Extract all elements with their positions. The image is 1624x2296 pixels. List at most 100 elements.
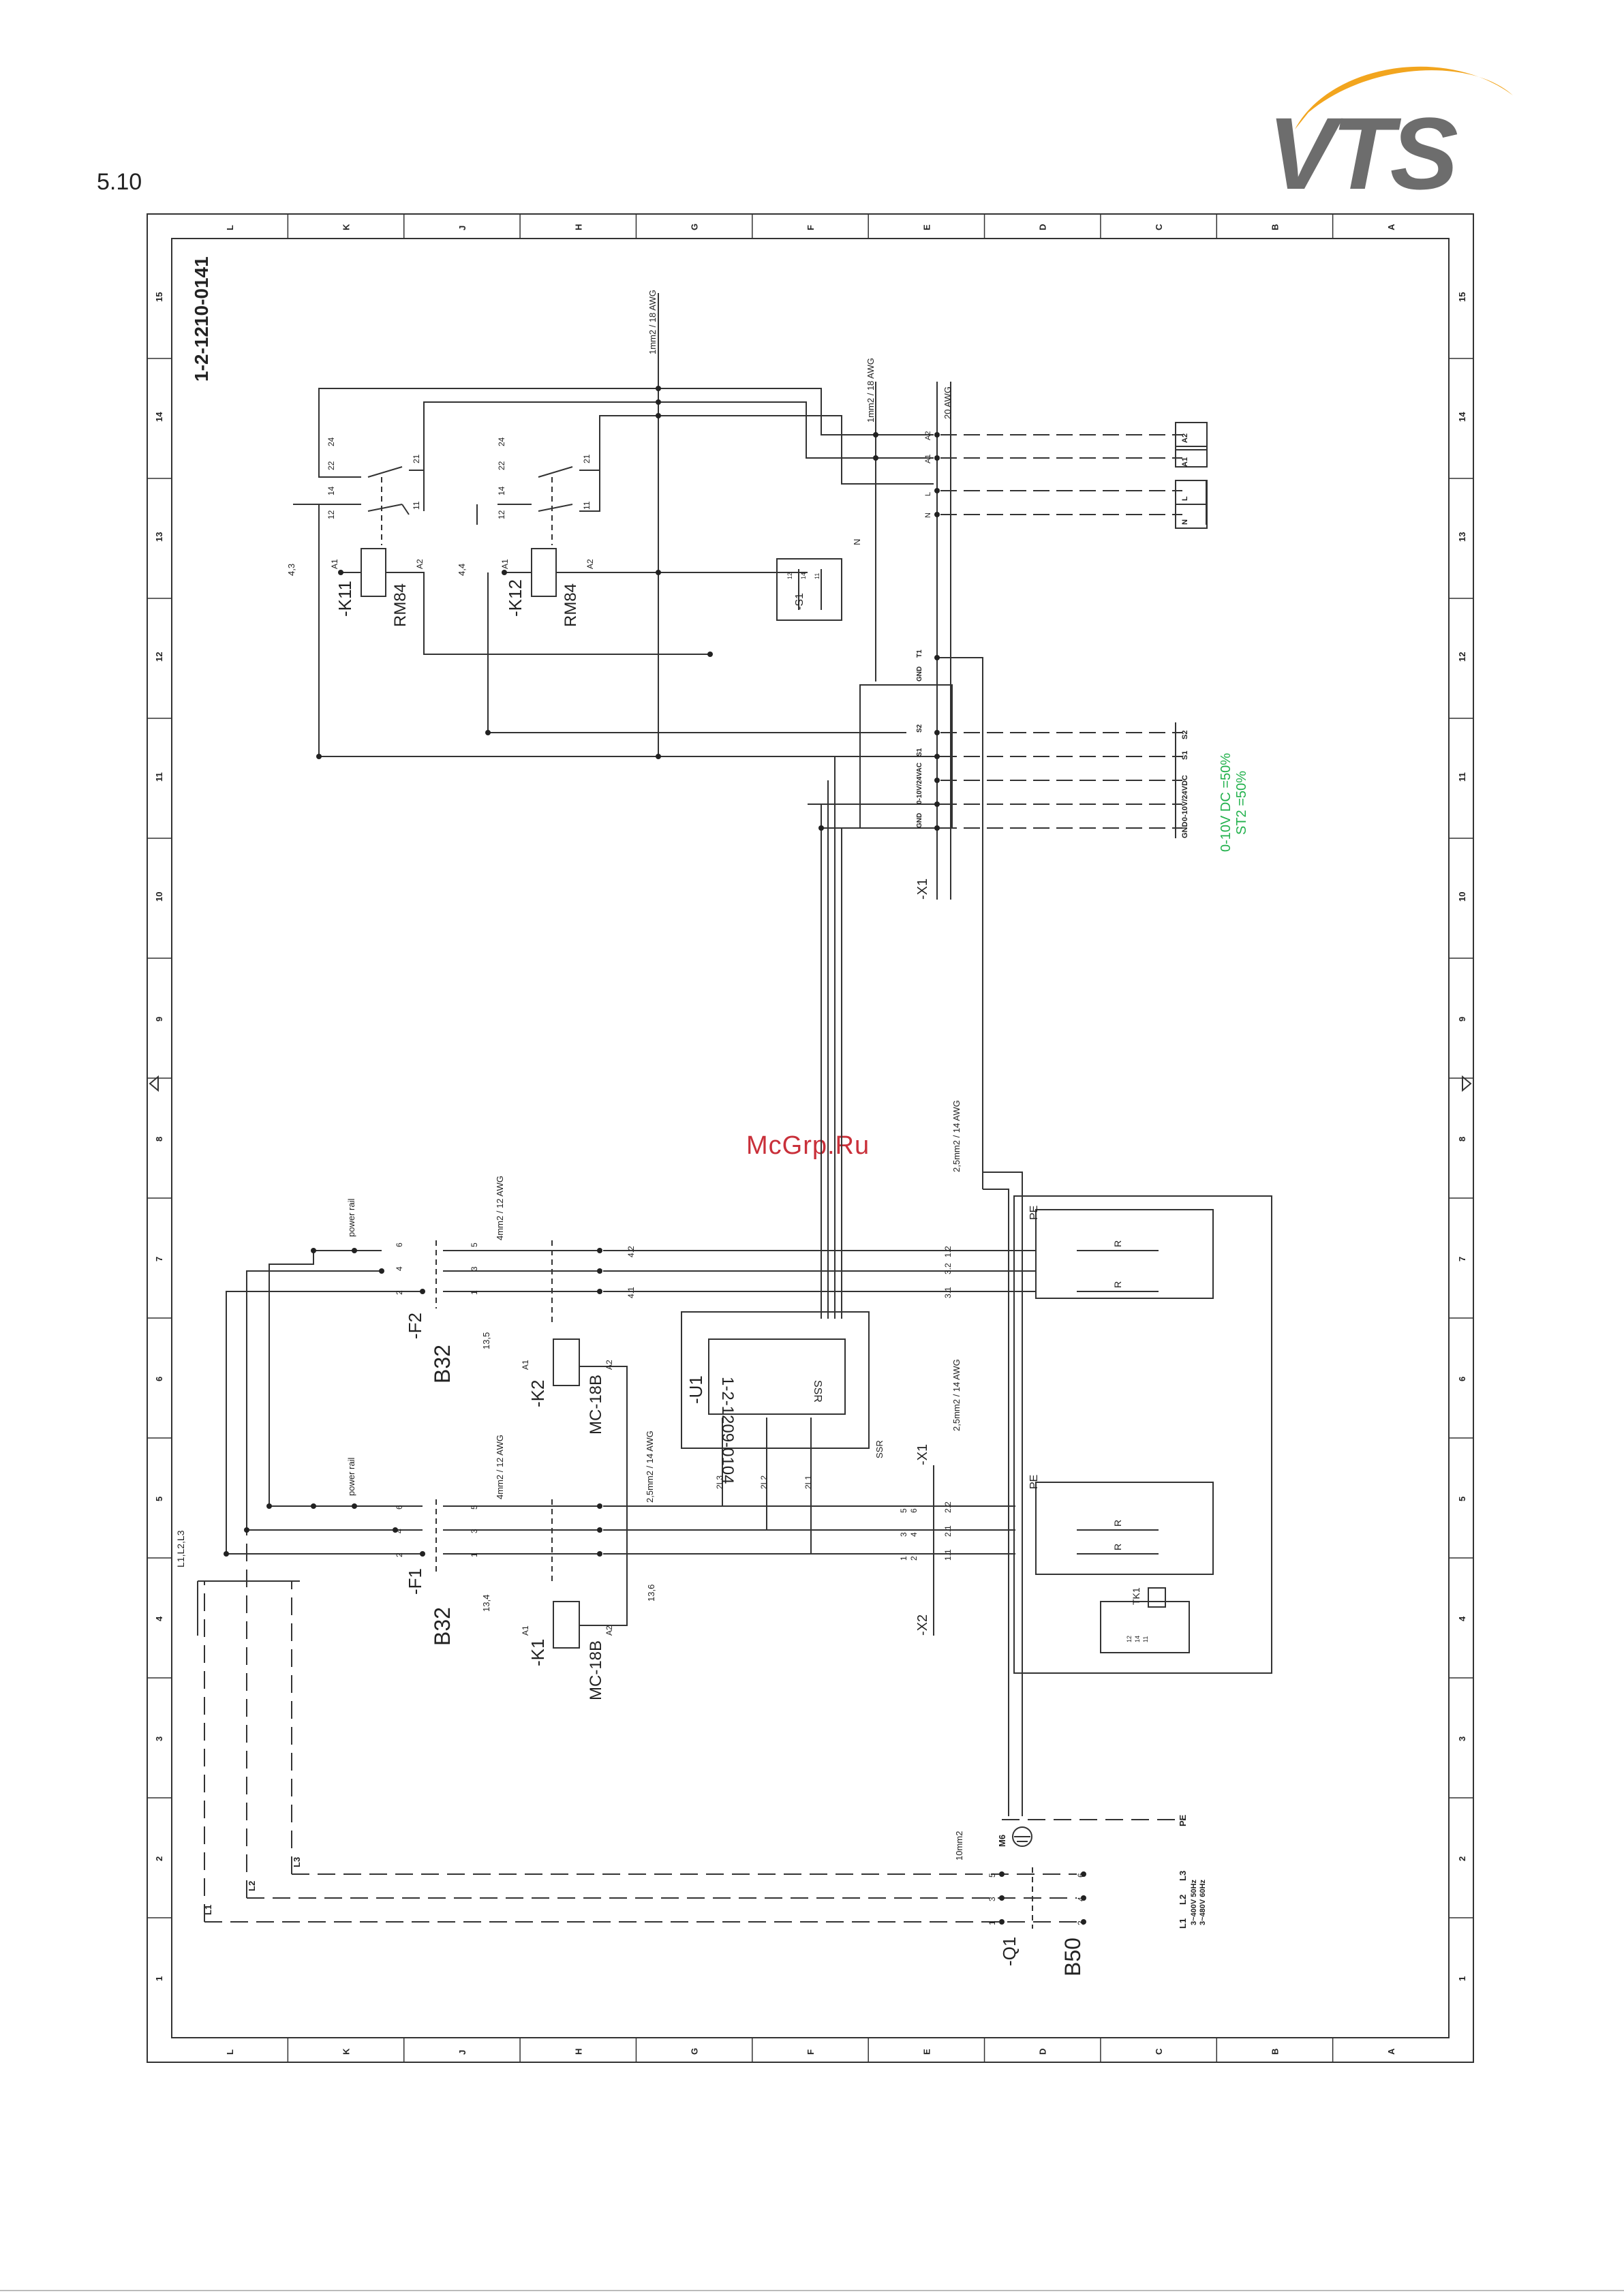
- grid-col-label-left: 14: [154, 412, 164, 422]
- grid-col-label-left: 1: [154, 1976, 164, 1981]
- grid-row-label-top: C: [1154, 224, 1164, 230]
- grid-row-label-top: G: [690, 224, 700, 230]
- k11-contact-label: 14: [326, 486, 336, 495]
- bus-label: L1,L2,L3: [175, 1530, 186, 1567]
- q1-terminal-label: 4: [1076, 1897, 1086, 1901]
- thermal-contact-label: 11: [1142, 1636, 1149, 1642]
- node-dot: [597, 1551, 602, 1557]
- node-dot: [707, 652, 713, 657]
- ssr-name: -U1: [686, 1375, 706, 1404]
- node-dot: [656, 413, 661, 418]
- grid-col-label-left: 12: [154, 652, 164, 662]
- node-dot: [420, 1289, 425, 1294]
- heater-r-2: R: [1112, 1281, 1123, 1288]
- node-dot: [656, 570, 661, 575]
- grid-row-label-top: L: [225, 225, 235, 230]
- grid-row-label-top: E: [921, 224, 932, 230]
- right-terminal-label: S2: [1181, 731, 1189, 739]
- main-switch-name: -Q1: [999, 1937, 1020, 1966]
- bus-l3: L3: [292, 1857, 302, 1867]
- contactor-k1-type: MC-18B: [587, 1640, 605, 1700]
- node-dot: [338, 570, 343, 575]
- node-dot: [266, 1503, 272, 1509]
- node-dot: [393, 1527, 398, 1533]
- note-line-1: 0-10V DC =50%: [1219, 753, 1234, 852]
- breaker-f1-rating: B32: [430, 1607, 455, 1646]
- thermal-contact-label: 14: [1134, 1636, 1141, 1642]
- supply-l3: L3: [1178, 1871, 1188, 1881]
- f2-terminal-label: 1: [470, 1290, 479, 1295]
- relay-k11-name: -K11: [335, 581, 355, 617]
- cable-label-4mm2-f1: 4mm2 / 12 AWG: [495, 1435, 505, 1499]
- right-terminal-label: S1: [1181, 751, 1189, 760]
- grid-col-label-right: 14: [1457, 412, 1467, 422]
- right-terminal-label: 0-10V/24VDC: [1181, 775, 1189, 821]
- x1-terminal-label: GND: [916, 813, 923, 828]
- heater-pe-bottom: PE: [1028, 1475, 1040, 1489]
- power-rail-label-2: power rail: [346, 1199, 356, 1237]
- cable-label-2-5mm2-top: 2,5mm2 / 14 AWG: [951, 1100, 962, 1172]
- heater-r-1: R: [1112, 1240, 1123, 1247]
- relay-k11-ref: 4,3: [286, 564, 296, 576]
- heater-pe-top: PE: [1028, 1206, 1040, 1220]
- ssr-label: SSR: [812, 1380, 823, 1403]
- phase-label: 3.1: [943, 1287, 953, 1298]
- node-dot: [934, 825, 940, 831]
- node-dot: [311, 1503, 316, 1509]
- x2-terminal-label: 4: [909, 1532, 919, 1537]
- k11-coil-label: A2: [415, 559, 425, 569]
- right-terminal-label: A1: [1181, 457, 1189, 467]
- node-dot: [352, 1248, 357, 1253]
- k1-coil-label: A2: [604, 1625, 614, 1636]
- f2-terminal-label: 6: [395, 1242, 404, 1247]
- node-dot: [597, 1503, 602, 1509]
- node-dot: [316, 754, 322, 759]
- f2-terminal-label: 5: [470, 1242, 479, 1247]
- phase-label: 4.2: [626, 1246, 636, 1257]
- phase-label: 2.2: [943, 1501, 953, 1513]
- grid-row-label-top: A: [1386, 224, 1396, 230]
- k12-contact-label: 11: [582, 501, 592, 510]
- node-dot: [873, 432, 878, 438]
- phase-label: 4.1: [626, 1287, 636, 1298]
- grid-row-label-top: D: [1038, 224, 1048, 230]
- bus-l2: L2: [247, 1881, 257, 1891]
- f1-terminal-label: 5: [470, 1505, 479, 1510]
- pe-terminal: PE: [1178, 1814, 1188, 1826]
- cable-label-2-5mm2-k1: 2,5mm2 / 14 AWG: [645, 1430, 655, 1503]
- phase-label: 3.2: [943, 1263, 953, 1274]
- grid-row-label-bottom: F: [806, 2049, 816, 2055]
- node-dot: [873, 455, 878, 461]
- k11-contact-label: 21: [412, 454, 421, 463]
- node-dot: [934, 455, 940, 461]
- k1-coil-label: A1: [521, 1625, 530, 1636]
- node-dot: [352, 1503, 357, 1509]
- relay-k11-type: RM84: [391, 583, 410, 627]
- ssr-output-2l1: 2L1: [803, 1475, 813, 1489]
- grid-col-label-right: 5: [1457, 1497, 1467, 1501]
- grid-row-label-top: B: [1270, 224, 1280, 230]
- grid-col-label-right: 12: [1457, 652, 1467, 662]
- node-dot: [934, 512, 940, 517]
- k11-contact-label: 11: [412, 501, 421, 510]
- grid-row-label-top: K: [341, 224, 352, 230]
- right-terminal-label: L: [1181, 496, 1189, 501]
- k12-coil-label: A1: [500, 559, 510, 569]
- k12-coil-label: A2: [585, 559, 595, 569]
- node-dot: [656, 386, 661, 391]
- supply-l2: L2: [1178, 1895, 1188, 1905]
- node-dot: [818, 825, 824, 831]
- node-dot: [597, 1248, 602, 1253]
- node-dot: [485, 730, 491, 735]
- s1-contact-label: 14: [800, 572, 807, 579]
- contactor-k2-type: MC-18B: [587, 1375, 605, 1435]
- phase-label: 1.1: [943, 1549, 953, 1561]
- k2-coil-label: A2: [604, 1360, 614, 1370]
- grid-col-label-left: 2: [154, 1856, 164, 1861]
- grid-col-label-right: 10: [1457, 892, 1467, 902]
- f1-terminal-label: 1: [470, 1552, 479, 1557]
- vts-logo: VTS: [1268, 37, 1527, 204]
- x2-terminal-label: 1: [899, 1556, 908, 1561]
